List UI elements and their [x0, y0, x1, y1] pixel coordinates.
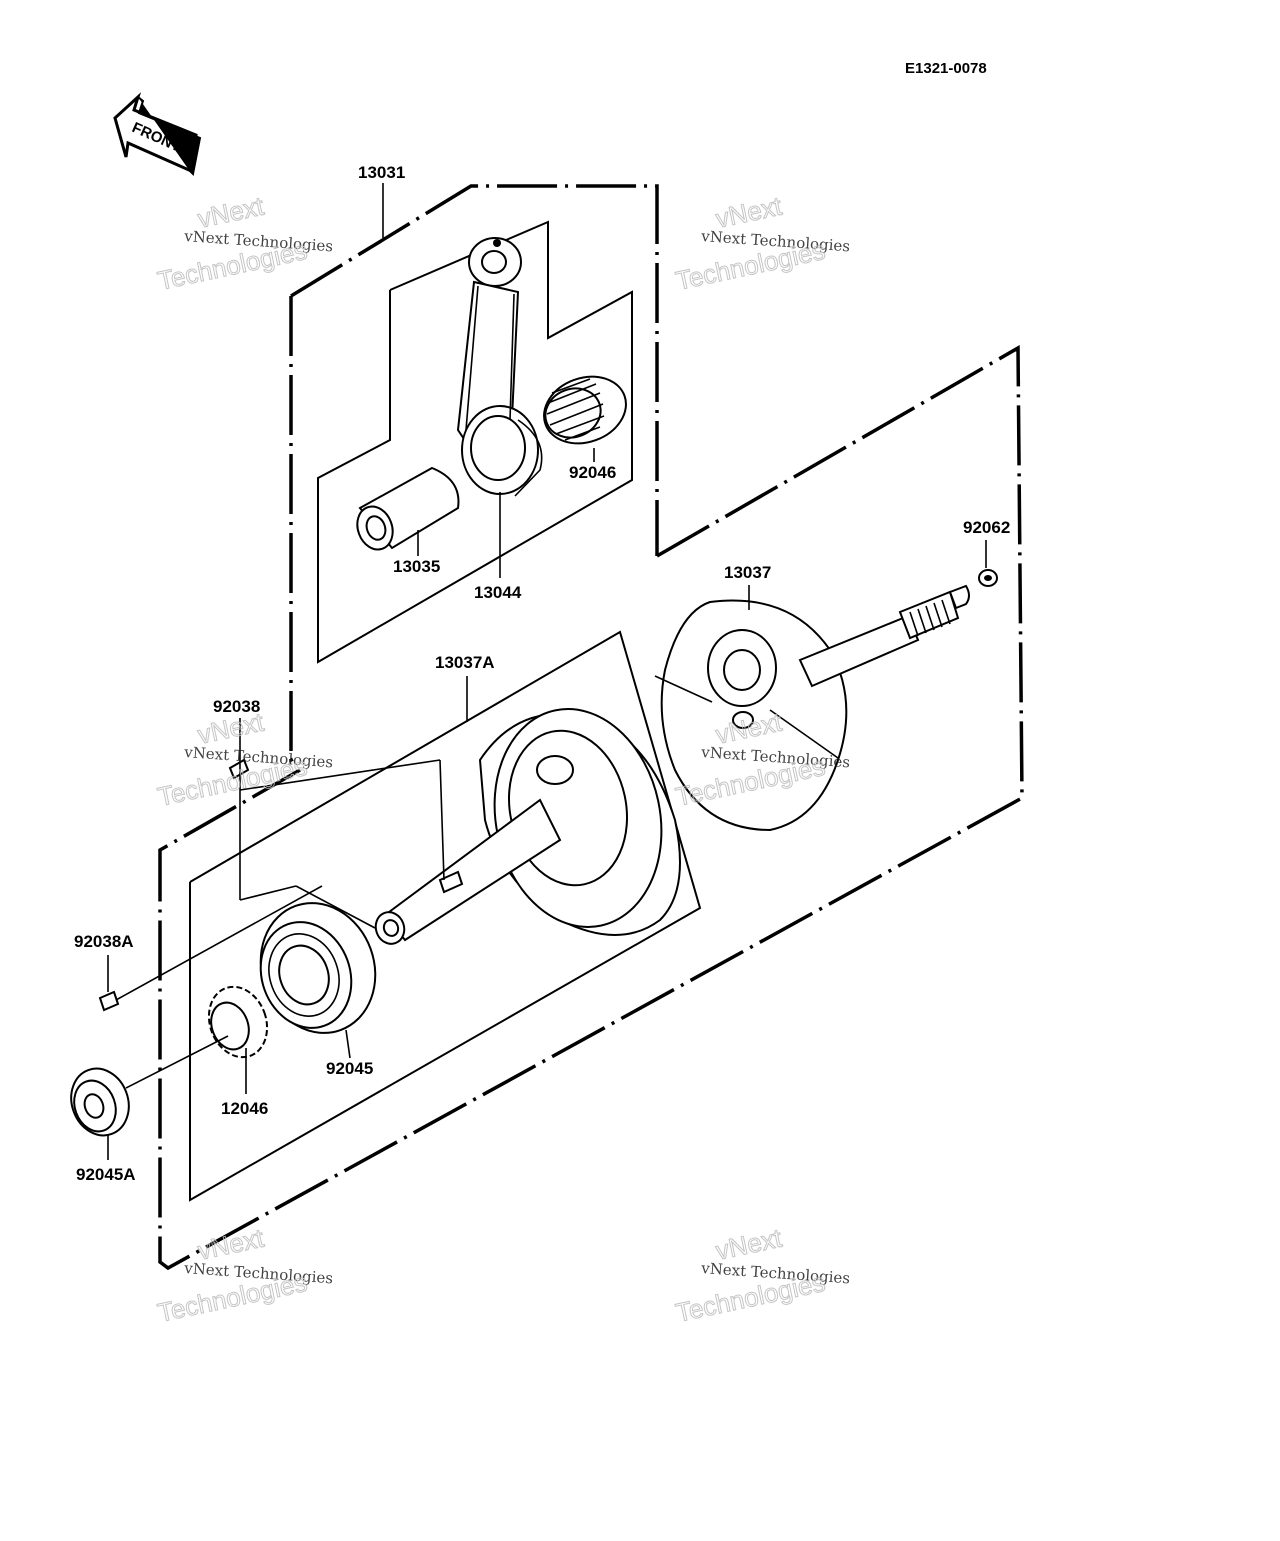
front-arrow-icon: FRONT — [113, 92, 202, 177]
crank-half-13037 — [654, 584, 970, 832]
label-92045A: 92045A — [76, 1165, 136, 1184]
watermark-bottom-left: vNext vNext Technologies Technologies — [155, 1222, 334, 1328]
svg-text:vNext: vNext — [195, 707, 267, 750]
label-12046: 12046 — [221, 1099, 268, 1118]
label-13037A: 13037A — [435, 653, 495, 672]
label-13037: 13037 — [724, 563, 771, 582]
svg-text:vNext: vNext — [713, 191, 785, 234]
watermark-bottom-right: vNext vNext Technologies Technologies — [673, 1222, 851, 1328]
label-13044: 13044 — [474, 583, 522, 602]
crank-half-13037A — [374, 708, 681, 945]
svg-text:vNext: vNext — [195, 1223, 267, 1266]
needle-bearing-92046 — [543, 375, 627, 445]
connecting-rod — [456, 237, 543, 497]
group-outline-13044 — [317, 220, 633, 664]
svg-text:vNext: vNext — [713, 1223, 785, 1266]
label-92045: 92045 — [326, 1059, 373, 1078]
label-92038A: 92038A — [74, 932, 134, 951]
group-outline-13037A — [189, 630, 702, 1202]
leader-lines — [107, 183, 987, 1160]
watermark-top-left: vNext vNext Technologies Technologies — [155, 190, 334, 296]
label-92038: 92038 — [213, 697, 260, 716]
key-92038A — [98, 990, 120, 1012]
label-92062: 92062 — [963, 518, 1010, 537]
group-outline-13031 — [158, 184, 1024, 1271]
label-13035: 13035 — [393, 557, 440, 576]
label-13031: 13031 — [358, 163, 405, 182]
gear-12046 — [207, 985, 269, 1059]
nut-92062 — [978, 569, 998, 587]
watermark-top-right: vNext vNext Technologies Technologies — [673, 190, 851, 296]
reference-number: E1321-0078 — [905, 60, 987, 77]
svg-text:vNext: vNext — [195, 191, 267, 234]
crank-pin-13035 — [356, 466, 460, 551]
label-92046: 92046 — [569, 463, 616, 482]
ball-bearing-92045A — [70, 1067, 130, 1137]
watermark-mid-left: vNext vNext Technologies Technologies — [155, 706, 334, 812]
ball-bearing-92045 — [259, 902, 377, 1034]
